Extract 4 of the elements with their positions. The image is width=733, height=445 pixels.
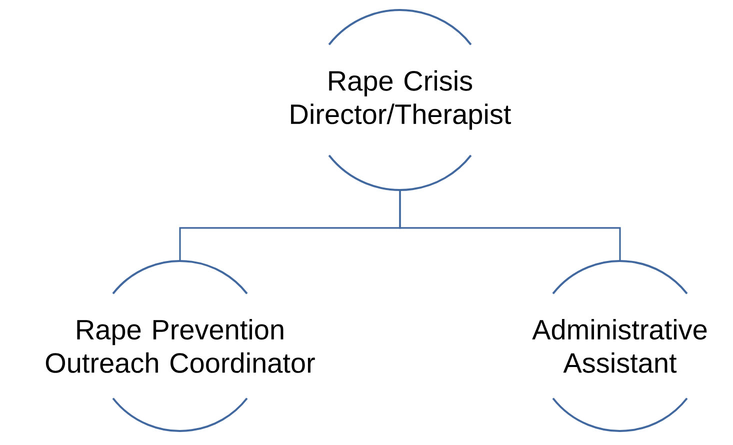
circle-node: Administrative Assistant [532,260,707,432]
circle-node: Rape Crisis Director/Therapist [291,9,512,191]
circle-node: Rape Prevention Outreach Coordinator [46,260,315,432]
connector-line [399,190,621,261]
